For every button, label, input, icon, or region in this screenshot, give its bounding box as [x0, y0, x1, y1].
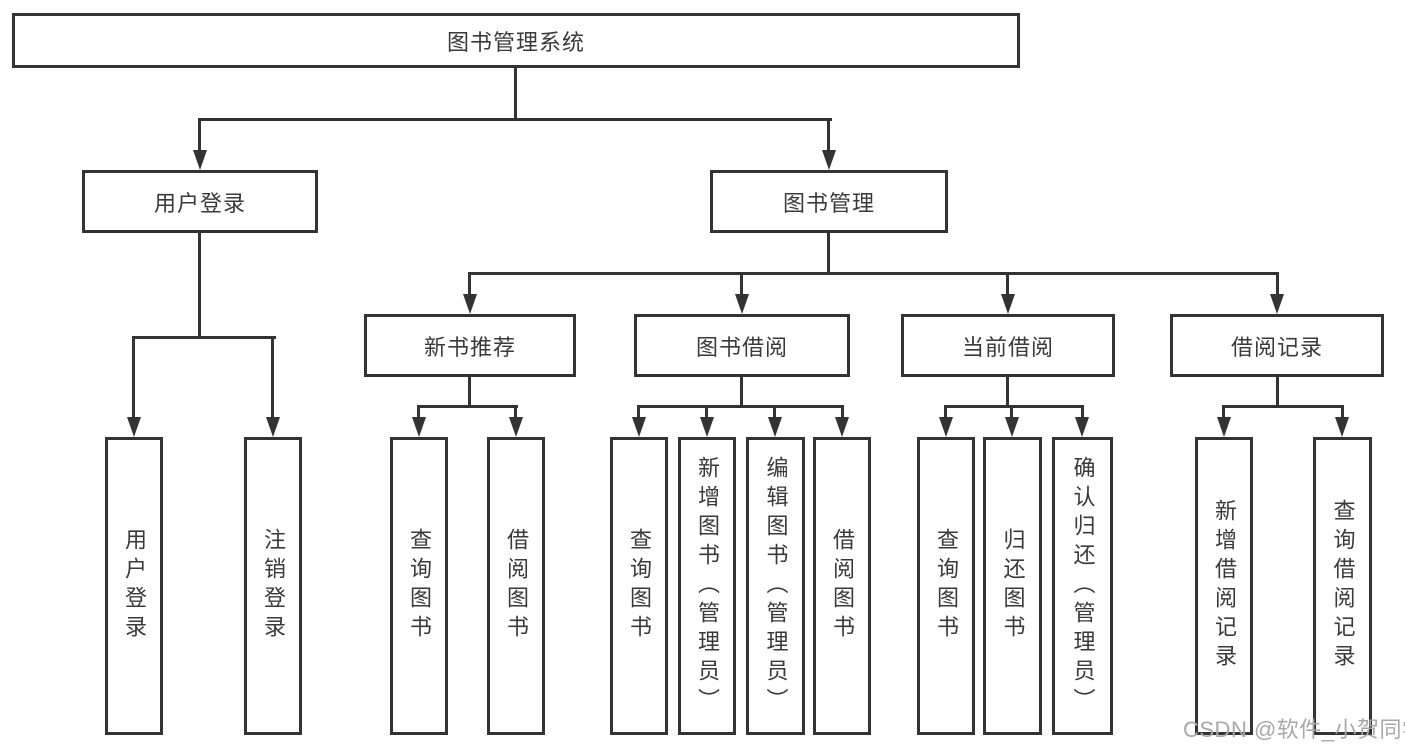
connector-line: [637, 405, 640, 419]
leaf-query-books: 查询图书: [610, 437, 668, 735]
connector-line: [827, 233, 830, 275]
connector-line: [132, 336, 135, 419]
connector-line: [198, 118, 832, 121]
leaf-user-login: 用户登录: [105, 437, 163, 735]
leaf-label: 查询图书: [934, 528, 959, 644]
arrow-down-icon: [1075, 417, 1089, 437]
arrow-down-icon: [1001, 294, 1015, 314]
leaf-label: 归还图书: [1000, 528, 1026, 644]
connector-line: [1010, 405, 1013, 419]
connector-line: [827, 118, 830, 152]
leaf-borrow-books: 借阅图书: [487, 437, 545, 735]
arrow-down-icon: [768, 417, 782, 437]
arrow-down-icon: [835, 417, 849, 437]
arrow-down-icon: [1005, 417, 1019, 437]
connector-line: [468, 377, 471, 408]
connector-line: [1276, 272, 1279, 296]
node-label: 图书管理: [782, 190, 875, 216]
leaf-add-borrow-record: 新增借阅记录: [1195, 437, 1253, 735]
arrow-down-icon: [822, 150, 836, 170]
root-node-label: 图书管理系统: [446, 29, 585, 55]
leaf-label: 注销登录: [261, 528, 286, 644]
node-label: 新书推荐: [423, 334, 516, 360]
arrow-down-icon: [632, 417, 646, 437]
node-label: 图书借阅: [695, 334, 788, 360]
leaf-query-books: 查询图书: [917, 437, 975, 735]
connector-line: [198, 233, 201, 339]
arrow-down-icon: [193, 150, 207, 170]
connector-line: [1006, 272, 1009, 296]
node-label: 当前借阅: [961, 334, 1054, 360]
arrow-down-icon: [1335, 417, 1349, 437]
leaf-logout: 注销登录: [244, 437, 302, 735]
connector-line: [417, 405, 518, 408]
node-borrow-records: 借阅记录: [1170, 314, 1384, 377]
leaf-label: 借阅图书: [830, 528, 855, 644]
leaf-label: 查询图书: [407, 528, 432, 644]
leaf-query-books: 查询图书: [390, 437, 448, 735]
connector-line: [705, 405, 708, 419]
connector-line: [1222, 405, 1344, 408]
leaf-label: 用户登录: [122, 528, 147, 644]
leaf-query-borrow-record: 查询借阅记录: [1313, 437, 1372, 735]
node-label: 用户登录: [153, 190, 246, 216]
connector-line: [637, 405, 844, 408]
leaf-label: 新增借阅记录: [1212, 499, 1237, 673]
arrow-down-icon: [463, 294, 477, 314]
arrow-down-icon: [939, 417, 953, 437]
arrow-down-icon: [1217, 417, 1231, 437]
arrow-down-icon: [266, 417, 280, 437]
leaf-borrow-books: 借阅图书: [813, 437, 871, 735]
connector-line: [514, 68, 517, 118]
leaf-label: 确认归还（管理员）: [1070, 455, 1096, 717]
leaf-edit-books-admin: 编辑图书（管理员）: [746, 437, 805, 735]
leaf-label: 新增图书（管理员）: [695, 455, 720, 717]
node-new-book-recommend: 新书推荐: [364, 314, 576, 377]
connector-line: [944, 405, 1084, 408]
connector-line: [198, 118, 201, 152]
connector-line: [841, 405, 844, 419]
arrow-down-icon: [412, 417, 426, 437]
arrow-down-icon: [1270, 294, 1284, 314]
leaf-label: 查询图书: [627, 528, 652, 644]
leaf-label: 编辑图书（管理员）: [763, 455, 789, 717]
node-label: 借阅记录: [1230, 334, 1323, 360]
connector-line: [740, 377, 743, 408]
leaf-label: 查询借阅记录: [1330, 499, 1356, 673]
leaf-return-books: 归还图书: [983, 437, 1042, 735]
connector-line: [1081, 405, 1084, 419]
connector-line: [1222, 405, 1225, 419]
connector-line: [132, 336, 276, 339]
connector-line: [468, 272, 471, 296]
connector-line: [514, 405, 517, 419]
connector-line: [468, 272, 1279, 275]
node-current-borrow: 当前借阅: [901, 314, 1115, 377]
root-node-library-system: 图书管理系统: [12, 13, 1020, 68]
leaf-label: 借阅图书: [504, 528, 529, 644]
connector-line: [1006, 377, 1009, 408]
connector-line: [417, 405, 420, 419]
leaf-add-books-admin: 新增图书（管理员）: [678, 437, 736, 735]
node-user-login: 用户登录: [82, 170, 318, 233]
connector-line: [1276, 377, 1279, 408]
arrow-down-icon: [127, 417, 141, 437]
node-book-borrow: 图书借阅: [634, 314, 850, 377]
arrow-down-icon: [700, 417, 714, 437]
connector-line: [773, 405, 776, 419]
node-book-management: 图书管理: [710, 170, 948, 233]
arrow-down-icon: [735, 294, 749, 314]
connector-line: [271, 336, 274, 419]
arrow-down-icon: [509, 417, 523, 437]
connector-line: [1341, 405, 1344, 419]
csdn-watermark: CSDN @软件_小贺同学: [1183, 717, 1405, 742]
leaf-confirm-return-admin: 确认归还（管理员）: [1052, 437, 1113, 735]
connector-line: [740, 272, 743, 296]
connector-line: [944, 405, 947, 419]
